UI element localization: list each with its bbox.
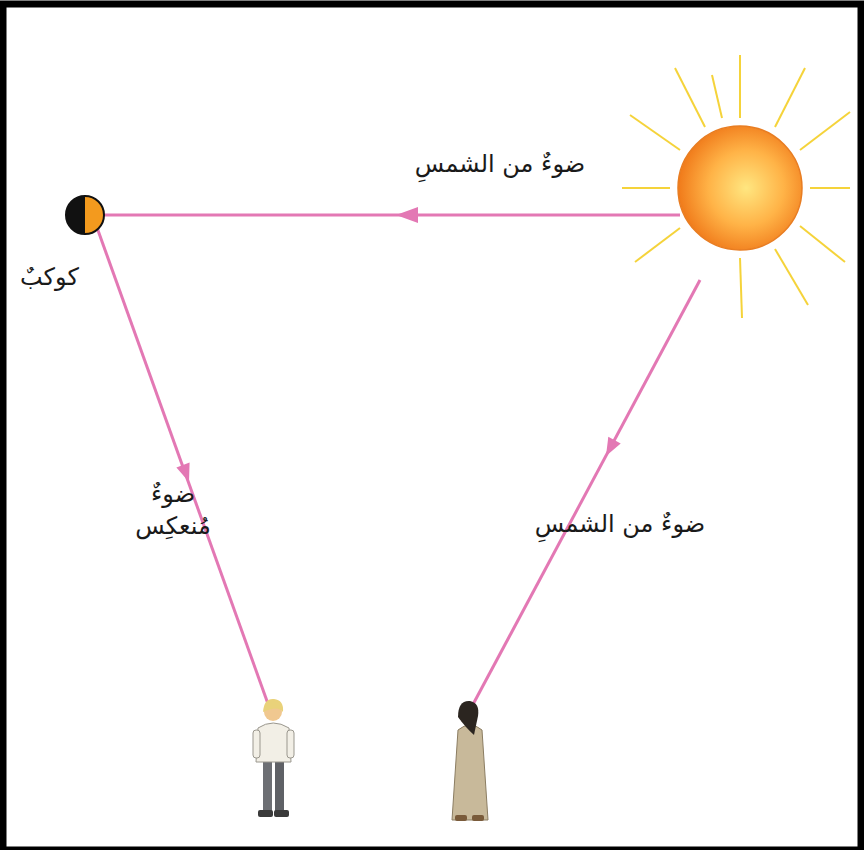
light-label: ضوءٌ من الشمسِ xyxy=(510,508,730,540)
planet-label: كوكبٌ xyxy=(20,263,79,291)
sun xyxy=(678,126,802,250)
planet-icon xyxy=(63,193,107,237)
frame xyxy=(3,4,861,850)
light-rays xyxy=(95,215,700,715)
person-right xyxy=(452,701,488,821)
arrowheads xyxy=(176,207,620,482)
planet-node: كوكبٌ xyxy=(20,193,107,291)
sun-rays xyxy=(622,55,850,318)
light-label: ضوءٌ مُنعكِس xyxy=(118,478,228,543)
light-label: ضوءٌ من الشمسِ xyxy=(385,148,615,180)
person-left xyxy=(253,699,294,817)
